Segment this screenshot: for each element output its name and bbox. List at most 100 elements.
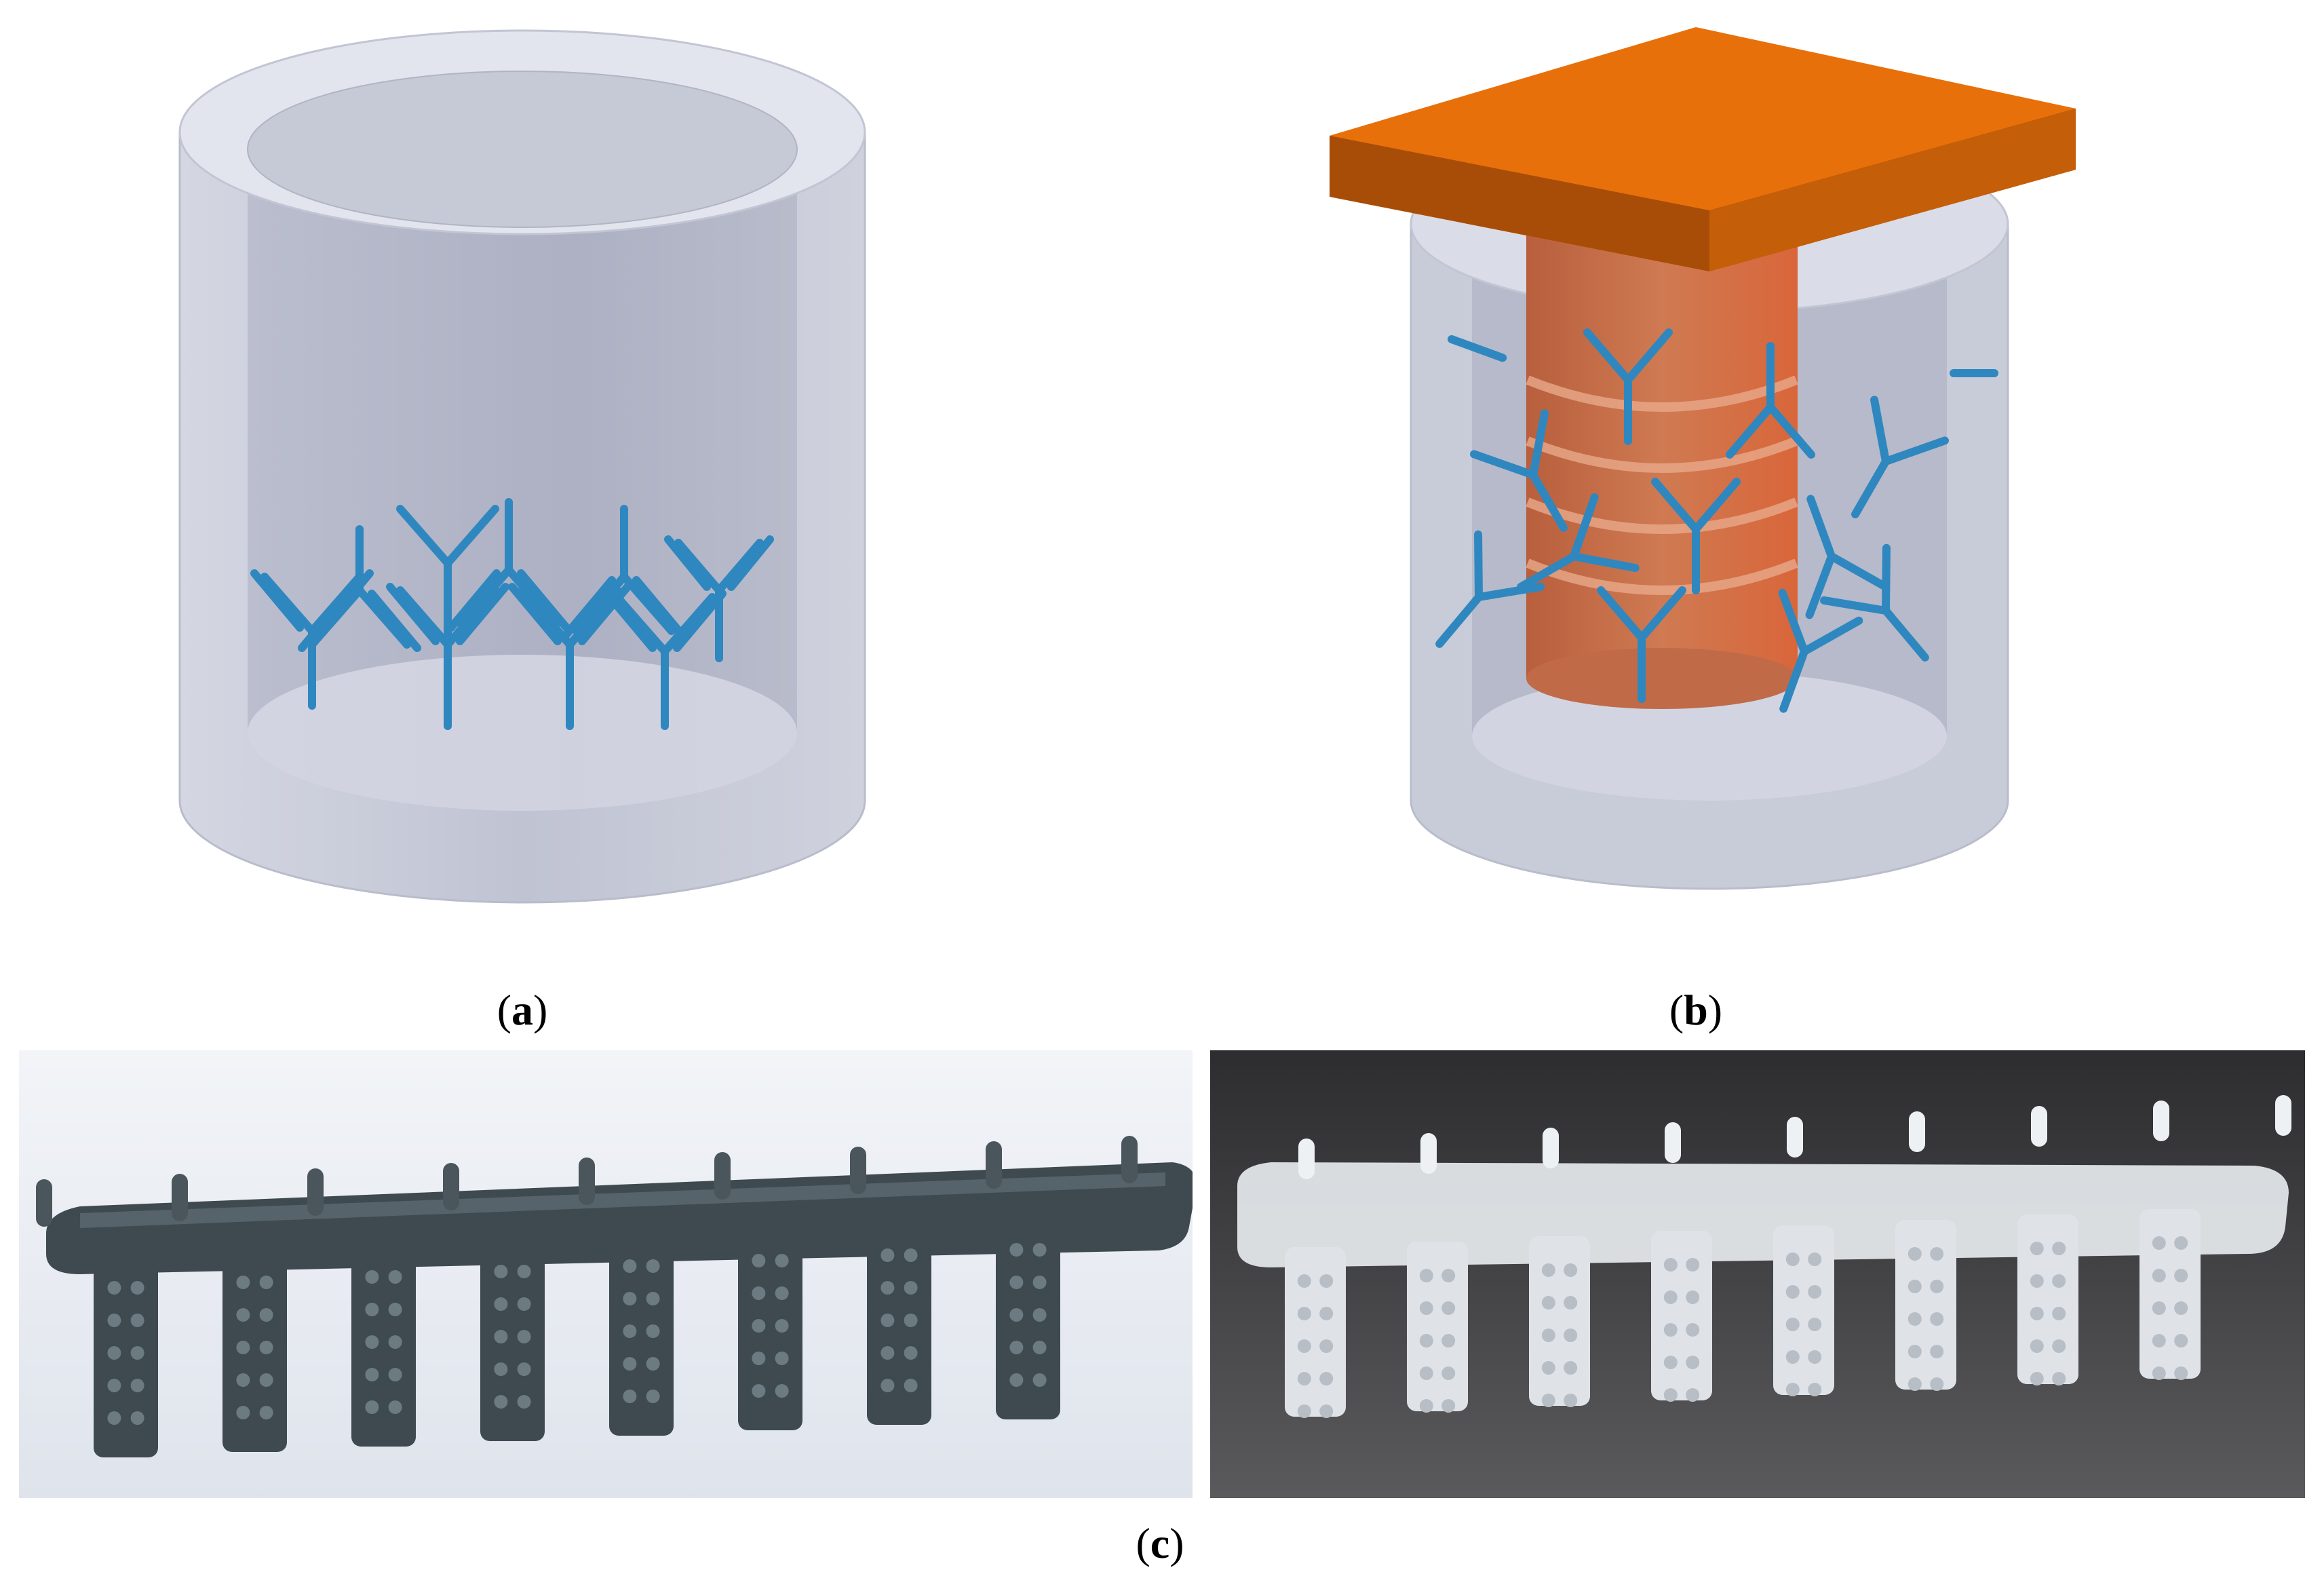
leg-hole [259,1406,273,1419]
leg [94,1254,158,1457]
leg-hole [1009,1341,1024,1354]
leg-hole [1541,1296,1555,1309]
leg [867,1221,931,1425]
leg-hole [365,1270,379,1284]
leg-hole [2030,1372,2044,1385]
leg-hole [1541,1361,1555,1375]
leg-hole [1541,1263,1555,1277]
printed-part-photo [1210,1050,2305,1498]
leg-hole [646,1357,660,1371]
post [2275,1095,2291,1136]
leg-hole [365,1335,379,1349]
leg-hole [1785,1383,1800,1396]
leg-hole [880,1248,895,1262]
leg-hole [236,1341,250,1354]
panel-c-photo [1210,1050,2305,1498]
leg-hole [880,1379,895,1392]
leg-hole [1297,1339,1311,1353]
leg-hole [1541,1328,1555,1342]
leg-hole [1419,1366,1433,1380]
leg-hole [752,1352,766,1365]
leg-hole [1297,1274,1311,1288]
leg-hole [494,1297,508,1311]
leg-hole [1907,1247,1922,1261]
leg-hole [1930,1280,1944,1293]
cad-render-illustration [19,1050,1193,1498]
leg-hole [1441,1399,1456,1413]
leg-hole [1441,1301,1456,1315]
leg-hole [1009,1373,1024,1387]
post [714,1152,731,1200]
leg [1285,1247,1346,1417]
leg-hole [1009,1243,1024,1257]
leg-hole [880,1281,895,1295]
leg-hole [130,1314,144,1327]
leg-hole [1663,1388,1678,1402]
leg-hole [1663,1323,1678,1337]
leg-hole [623,1390,637,1403]
leg-hole [2174,1236,2188,1250]
leg-hole [130,1281,144,1295]
leg-hole [517,1297,531,1311]
leg-hole [107,1411,121,1425]
leg-hole [1009,1308,1024,1322]
leg-hole [2174,1269,2188,1282]
leg-hole [494,1265,508,1278]
leg-hole [236,1373,250,1387]
leg-hole [1564,1296,1578,1309]
leg-hole [1032,1341,1047,1354]
leg-hole [1032,1243,1047,1257]
leg [1651,1231,1712,1400]
leg-hole [880,1314,895,1327]
leg-hole [623,1259,637,1273]
leg [1407,1242,1468,1411]
leg-hole [130,1379,144,1392]
leg-hole [1663,1258,1678,1271]
leg-hole [2052,1339,2066,1353]
leg-hole [1930,1345,1944,1358]
leg-hole [646,1324,660,1338]
leg-hole [1930,1312,1944,1326]
photo-legs [1285,1209,2201,1418]
leg-hole [752,1254,766,1267]
leg [1773,1225,1834,1395]
leg-hole [1808,1350,1822,1364]
leg-hole [1808,1253,1822,1266]
leg-hole [1785,1253,1800,1266]
leg-hole [1686,1356,1700,1369]
leg-hole [1564,1328,1578,1342]
post [579,1158,595,1205]
leg-hole [259,1276,273,1289]
post [307,1168,324,1216]
leg [609,1232,674,1436]
leg-hole [623,1357,637,1371]
leg-hole [259,1308,273,1322]
leg-hole [388,1303,402,1316]
leg-hole [1785,1350,1800,1364]
post [850,1147,866,1194]
post [172,1174,188,1221]
leg-hole [2152,1334,2166,1347]
leg-hole [388,1335,402,1349]
leg-hole [646,1390,660,1403]
leg-hole [1319,1339,1334,1353]
leg-hole [2052,1307,2066,1320]
leg-hole [1663,1356,1678,1369]
leg-hole [259,1373,273,1387]
leg-hole [1785,1285,1800,1299]
leg-hole [880,1346,895,1360]
leg-hole [1419,1399,1433,1413]
leg-hole [904,1379,918,1392]
leg-hole [1319,1307,1334,1320]
post [986,1141,1002,1189]
leg-hole [1032,1308,1047,1322]
leg-hole [2030,1339,2044,1353]
leg-hole [107,1346,121,1360]
leg-hole [1541,1394,1555,1407]
cad-legs [94,1216,1060,1457]
leg-hole [1297,1372,1311,1385]
leg-hole [1297,1307,1311,1320]
leg-hole [1808,1383,1822,1396]
leg-hole [1319,1274,1334,1288]
leg-hole [365,1400,379,1414]
